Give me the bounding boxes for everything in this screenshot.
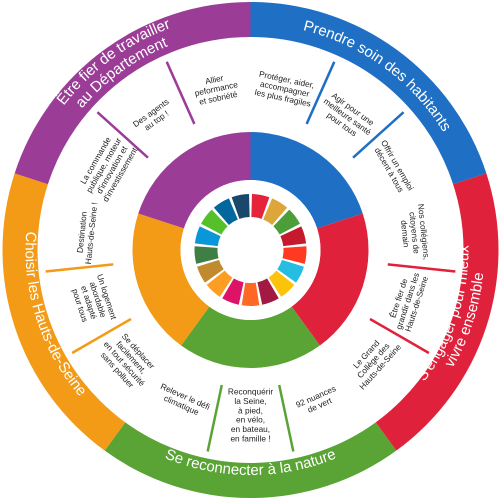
sdg-segment xyxy=(273,209,300,235)
item-text-line: demain xyxy=(399,220,412,248)
outer-band-care xyxy=(250,2,487,185)
item-divider xyxy=(369,317,430,355)
item-divider xyxy=(165,61,196,125)
outer-band-proud xyxy=(14,2,251,185)
item-text-line: Reconquérir xyxy=(228,387,273,397)
sdg-segment xyxy=(206,270,233,297)
sdg-segment xyxy=(268,270,295,297)
sdg-segment xyxy=(263,198,288,226)
inner-segment-engage xyxy=(291,213,369,346)
sdg-segment xyxy=(280,226,307,247)
item-divider xyxy=(71,317,132,355)
sdg-segment xyxy=(282,246,307,264)
sdg-segment xyxy=(251,194,270,219)
sdg-segment xyxy=(213,198,238,226)
sdg-segment xyxy=(241,282,260,306)
item-text-line: en bateau, xyxy=(231,424,270,434)
item-text-line: la Seine, xyxy=(234,396,266,406)
item-divider xyxy=(45,263,114,273)
item-divider xyxy=(387,263,456,273)
item-text-line: en famille ! xyxy=(230,434,270,444)
sdg-segment xyxy=(197,259,224,283)
sdg-segment xyxy=(194,226,221,247)
sdg-segment xyxy=(194,246,219,264)
outer-band-engage xyxy=(375,173,499,451)
inner-segment-choose xyxy=(132,213,210,346)
item-divider xyxy=(96,111,149,159)
sdg-segment xyxy=(277,259,304,283)
outer-band-nature xyxy=(104,421,397,498)
item-text-line: à pied, xyxy=(238,405,263,415)
sdg-segment xyxy=(257,278,279,305)
item-text-line: Allier xyxy=(204,73,224,87)
item-text-line: en vélo, xyxy=(236,415,265,425)
item-text-line: citoyens de xyxy=(407,211,421,254)
item-divider xyxy=(305,61,336,125)
item-text-line: Destination xyxy=(75,211,89,254)
sdg-ring xyxy=(180,180,321,320)
inner-segment-care xyxy=(250,132,363,229)
item-divider xyxy=(277,384,295,452)
item-divider xyxy=(352,111,405,159)
item-divider xyxy=(206,384,224,452)
inner-segment-proud xyxy=(138,132,251,229)
sdg-segment xyxy=(222,278,244,305)
ring-border xyxy=(37,37,464,463)
sdg-segment xyxy=(231,194,250,219)
inner-segment-nature xyxy=(181,306,320,368)
outer-band-choose xyxy=(2,173,126,451)
inner-ring xyxy=(132,132,369,368)
sdg-segment xyxy=(201,209,228,235)
